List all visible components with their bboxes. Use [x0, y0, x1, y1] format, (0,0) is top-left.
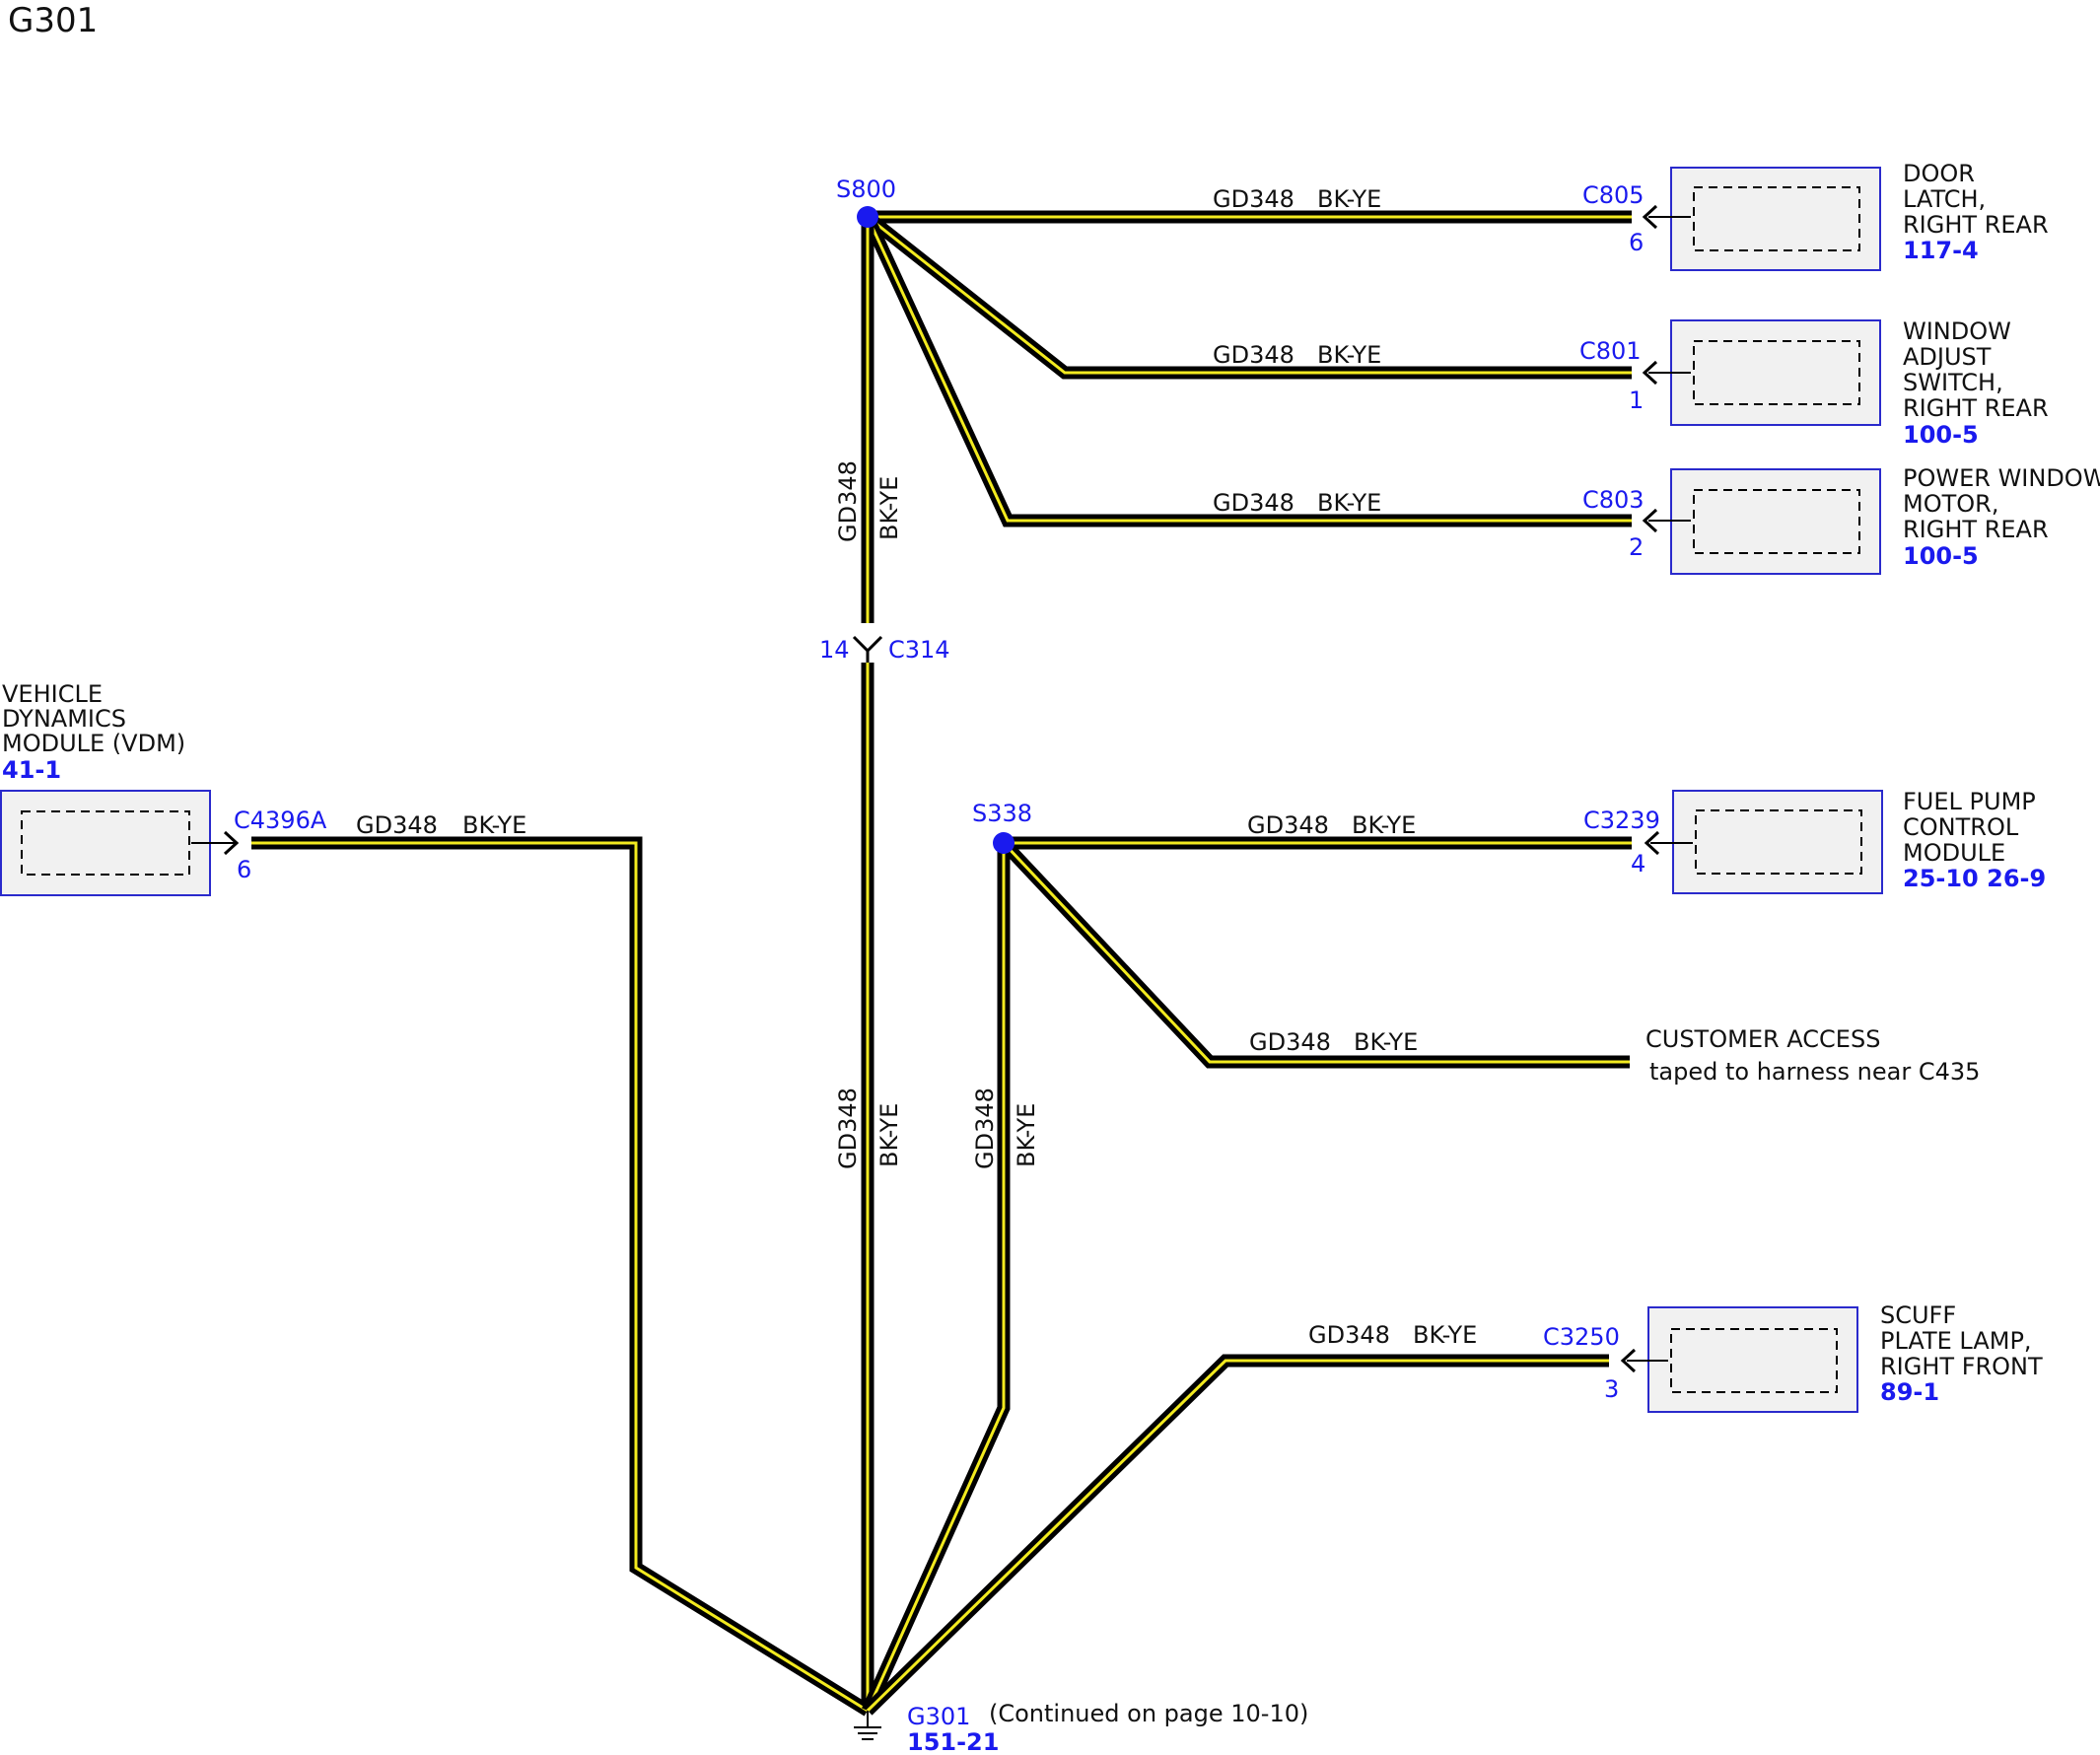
scuff-plate-lamp-name-3: RIGHT FRONT: [1880, 1353, 2043, 1380]
component-door-latch[interactable]: C805 6 DOOR LATCH, RIGHT REAR 117-4: [1582, 160, 2049, 271]
connector-c803-label: C803: [1582, 486, 1645, 514]
connector-c3239-label: C3239: [1583, 807, 1660, 834]
component-power-window-motor[interactable]: C803 2 POWER WINDOW MOTOR, RIGHT REAR 10…: [1582, 464, 2100, 575]
window-adjust-switch-name-1: WINDOW: [1903, 317, 2011, 345]
splice-s338-label: S338: [972, 800, 1032, 827]
connector-c803-pin: 2: [1629, 533, 1644, 561]
wire-circuit-label: GD348: [1213, 489, 1295, 517]
fuel-pump-control-module-ref[interactable]: 25-10 26-9: [1903, 865, 2046, 892]
customer-access-title: CUSTOMER ACCESS: [1645, 1025, 1880, 1053]
power-window-motor-name-3: RIGHT REAR: [1903, 516, 2049, 543]
ground-continued-note[interactable]: (Continued on page 10-10): [989, 1700, 1308, 1727]
wire-color-label: BK-YE: [1317, 489, 1381, 517]
wire-circuit-label: GD348: [1213, 185, 1295, 213]
ground-ref[interactable]: 151-21: [907, 1728, 999, 1755]
power-window-motor-ref[interactable]: 100-5: [1903, 542, 1979, 570]
wire-color-label: BK-YE: [875, 1103, 903, 1167]
wire-circuit-label: GD348: [356, 811, 438, 839]
wire-s800-c801[interactable]: [863, 211, 1632, 380]
door-latch-name-2: LATCH,: [1903, 185, 1986, 213]
wire-color-label: BK-YE: [1013, 1103, 1040, 1167]
connector-c805-label: C805: [1582, 181, 1645, 209]
power-window-motor-name-1: POWER WINDOW: [1903, 464, 2100, 492]
connector-c3250-pin: 3: [1604, 1375, 1619, 1403]
connector-c4396a-pin: 6: [237, 856, 251, 883]
connector-c3250-label: C3250: [1543, 1323, 1620, 1351]
wire-circuit-label: GD348: [1213, 341, 1295, 369]
scuff-plate-lamp-name-1: SCUFF: [1880, 1301, 1956, 1329]
component-window-adjust-switch[interactable]: C801 1 WINDOW ADJUST SWITCH, RIGHT REAR …: [1579, 317, 2049, 449]
wire-color-label: BK-YE: [1354, 1028, 1418, 1056]
window-adjust-switch-name-2: ADJUST: [1903, 343, 1992, 371]
wire-circuit-label: GD348: [1308, 1321, 1390, 1349]
vdm-name-2: DYNAMICS: [2, 705, 126, 733]
wire-c3250-g301[interactable]: [863, 1354, 1609, 1716]
fuel-pump-control-module-name-2: CONTROL: [1903, 813, 2019, 841]
vdm-name-1: VEHICLE: [2, 680, 103, 708]
wire-color-label: BK-YE: [1352, 811, 1416, 839]
customer-access-note: taped to harness near C435: [1649, 1058, 1980, 1086]
wire-color-label: BK-YE: [1317, 185, 1381, 213]
door-latch-name-1: DOOR: [1903, 160, 1975, 187]
splice-s338[interactable]: S338: [972, 800, 1032, 854]
wire-c4396a-g301[interactable]: [251, 836, 872, 1717]
wire-circuit-label: GD348: [834, 1088, 862, 1169]
component-vdm[interactable]: VEHICLE DYNAMICS MODULE (VDM) 41-1 C4396…: [0, 680, 327, 896]
ground-g301[interactable]: G301 151-21 (Continued on page 10-10): [854, 1700, 1308, 1755]
wire-circuit-label: GD348: [834, 460, 862, 542]
component-fuel-pump-control-module[interactable]: C3239 4 FUEL PUMP CONTROL MODULE 25-10 2…: [1583, 788, 2046, 894]
ground-label: G301: [907, 1703, 970, 1730]
scuff-plate-lamp-ref[interactable]: 89-1: [1880, 1378, 1939, 1406]
connector-c805-pin: 6: [1629, 229, 1644, 256]
fuel-pump-control-module-name-3: MODULE: [1903, 839, 2005, 867]
vdm-name-3: MODULE (VDM): [2, 730, 185, 757]
wire-circuit-label: GD348: [971, 1088, 999, 1169]
wire-color-label: BK-YE: [875, 476, 903, 540]
vdm-ref[interactable]: 41-1: [2, 756, 61, 784]
wire-circuit-label: GD348: [1249, 1028, 1331, 1056]
splice-s800-label: S800: [836, 176, 896, 203]
scuff-plate-lamp-name-2: PLATE LAMP,: [1880, 1327, 2032, 1355]
wire-s338-customer-access[interactable]: [999, 838, 1630, 1069]
page-title: G301: [8, 1, 98, 40]
component-scuff-plate-lamp[interactable]: C3250 3 SCUFF PLATE LAMP, RIGHT FRONT 89…: [1543, 1301, 2043, 1413]
fuel-pump-control-module-name-1: FUEL PUMP: [1903, 788, 2036, 815]
wire-circuit-label: GD348: [1247, 811, 1329, 839]
wire-s800-c803[interactable]: [862, 214, 1632, 527]
connector-c4396a-label: C4396A: [234, 807, 327, 834]
wire-s338-g301[interactable]: [862, 843, 1011, 1714]
wire-labels: GD348 BK-YE GD348 BK-YE GD348 BK-YE GD34…: [356, 185, 1477, 1349]
power-window-motor-name-2: MOTOR,: [1903, 490, 1998, 518]
window-adjust-switch-name-4: RIGHT REAR: [1903, 394, 2049, 422]
connector-c801-pin: 1: [1629, 386, 1644, 414]
wire-color-label: BK-YE: [462, 811, 526, 839]
door-latch-ref[interactable]: 117-4: [1903, 237, 1979, 264]
c314-label: C314: [888, 636, 950, 664]
window-adjust-switch-ref[interactable]: 100-5: [1903, 421, 1979, 449]
connector-c3239-pin: 4: [1631, 850, 1645, 878]
window-adjust-switch-name-3: SWITCH,: [1903, 369, 2003, 396]
wire-color-label: BK-YE: [1317, 341, 1381, 369]
c314-pin-label: 14: [819, 636, 850, 664]
door-latch-name-3: RIGHT REAR: [1903, 211, 2049, 239]
inline-connector-c314[interactable]: 14 C314: [819, 635, 950, 664]
wire-color-label: BK-YE: [1413, 1321, 1477, 1349]
connector-c801-label: C801: [1579, 337, 1642, 365]
splice-s800[interactable]: S800: [836, 176, 896, 228]
customer-access: CUSTOMER ACCESS taped to harness near C4…: [1645, 1025, 1980, 1086]
